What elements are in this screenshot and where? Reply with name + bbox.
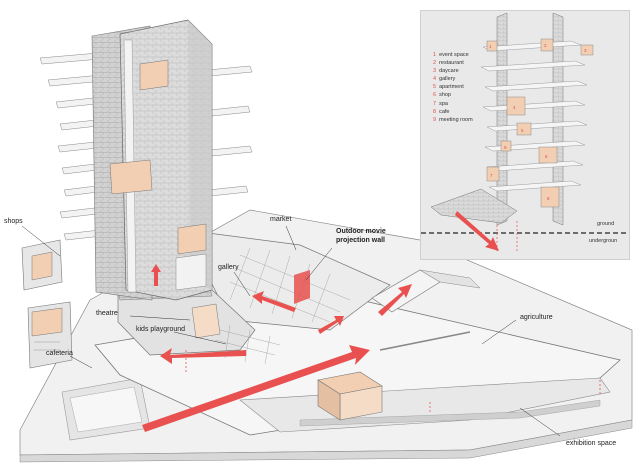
svg-text:6: 6: [545, 154, 548, 159]
svg-text:2: 2: [544, 43, 547, 48]
inset-ground-slope: [430, 188, 518, 224]
svg-text:4: 4: [513, 105, 516, 110]
leader-lines: [21, 225, 561, 437]
circulation-arrows: [142, 264, 412, 432]
inset-room-numbers: 1 2 3 4 5 6 7 8 9: [489, 43, 587, 201]
dashed-columns: [185, 350, 601, 414]
inset-wall-left: [496, 12, 508, 226]
label-gallery: gallery: [218, 264, 239, 271]
inset-drawing: 1 2 3 4 5 6 7 8 9: [421, 12, 629, 251]
tower-room-top: [139, 59, 169, 91]
svg-text:3: 3: [584, 48, 587, 53]
label-agriculture: agriculture: [520, 314, 553, 321]
arrow-market: [318, 316, 344, 334]
playground-grid: [214, 324, 281, 365]
label-theatre: theatre: [96, 310, 118, 317]
svg-text:1: 1: [489, 44, 492, 49]
ground-edge: [19, 419, 633, 463]
label-cafeteria: cafeteria: [46, 350, 73, 357]
svg-text:7: 7: [490, 173, 493, 178]
arrow-playground: [160, 348, 246, 364]
lower-terrace: [239, 377, 611, 433]
inset-rooms: [486, 38, 594, 208]
inset-label-underground: undergroun: [589, 238, 618, 244]
arrow-gallery: [252, 291, 296, 312]
label-outdoor-movie: Outdoor movie: [336, 228, 386, 235]
inset-label-ground: ground: [597, 221, 615, 227]
arrow-tower-up: [151, 264, 161, 286]
svg-text:8: 8: [547, 196, 550, 201]
label-projection-wall: projection wall: [336, 237, 386, 244]
arrow-main-diagonal: [142, 345, 370, 432]
theatre-room: [191, 303, 221, 339]
inset-arrow-down: [455, 211, 499, 251]
projection-wall: [294, 270, 310, 304]
tower-room-low: [177, 223, 207, 255]
svg-text:5: 5: [521, 128, 524, 133]
label-market: market: [270, 216, 292, 223]
label-shops: shops: [4, 218, 23, 225]
svg-text:9: 9: [504, 145, 507, 150]
tower-room-mid: [109, 159, 153, 195]
roof-skylight: [379, 331, 471, 351]
label-kids-playground: kids playground: [136, 326, 186, 333]
label-exhibition-space: exhibition space: [566, 440, 617, 447]
arrow-ramp: [378, 284, 412, 316]
